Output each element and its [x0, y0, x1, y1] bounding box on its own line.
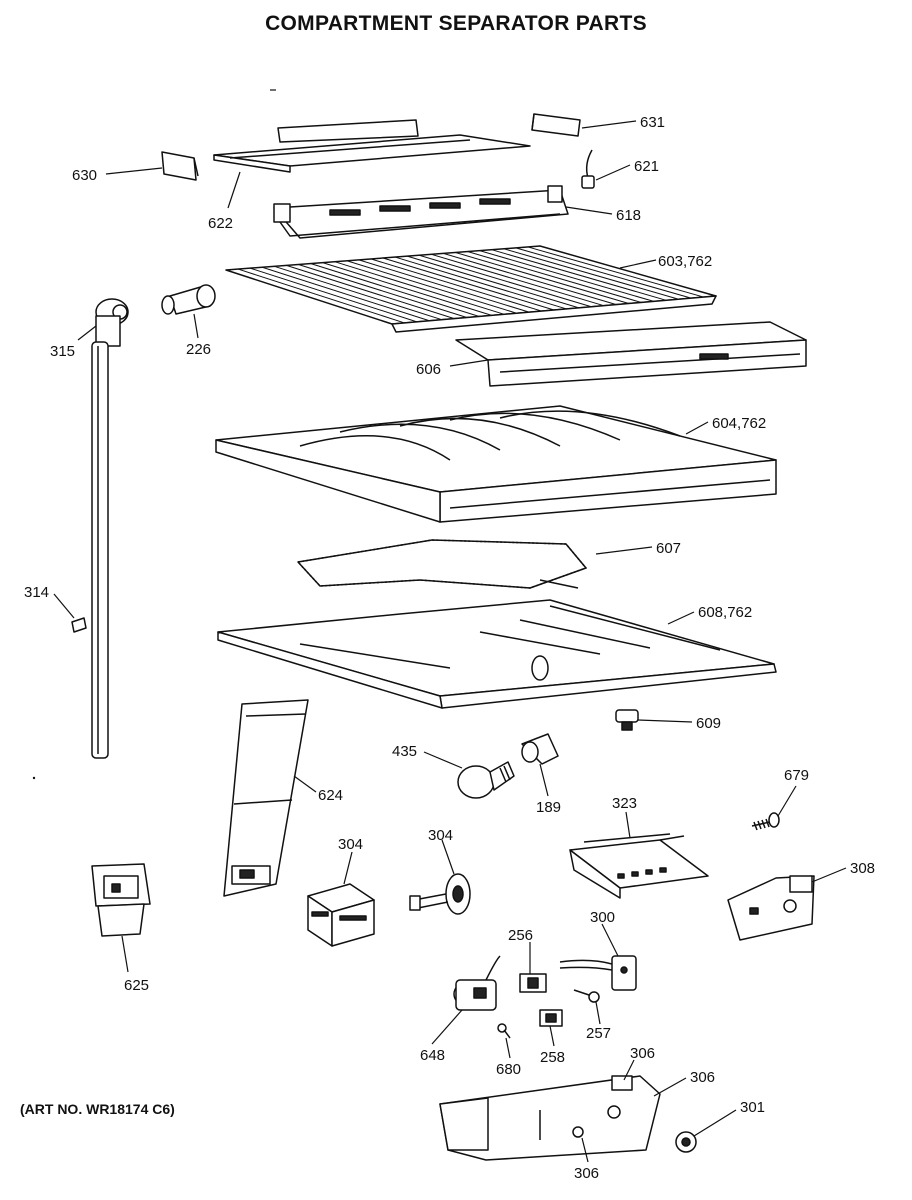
- part-304b-drawing: [409, 873, 471, 915]
- part-257-drawing: [573, 989, 600, 1003]
- art-number: (ART NO. WR18174 C6): [20, 1101, 175, 1117]
- label-189: 189: [536, 799, 561, 816]
- part-labels: 631 630 621 622 618 603,762 315 226 606 …: [24, 114, 875, 1182]
- part-189-drawing: [521, 733, 559, 765]
- label-304-knob: 304: [428, 827, 453, 844]
- shelf-rib: [527, 246, 704, 298]
- label-256: 256: [508, 927, 533, 944]
- part-603-drawing: [225, 245, 717, 333]
- label-648: 648: [420, 1047, 445, 1064]
- label-301: 301: [740, 1099, 765, 1116]
- part-304a-drawing: [307, 883, 375, 947]
- shelf-rib: [274, 265, 442, 321]
- label-679: 679: [784, 767, 809, 784]
- label-624: 624: [318, 787, 343, 804]
- label-622: 622: [208, 215, 233, 232]
- shelf-rib: [322, 262, 492, 316]
- shelf-rib: [286, 264, 455, 320]
- shelf-rib: [346, 260, 517, 314]
- part-258-drawing: [539, 1009, 563, 1027]
- label-603-762: 603,762: [658, 253, 712, 270]
- part-625-drawing: [91, 863, 151, 937]
- part-256-drawing: [519, 973, 547, 993]
- shelf-rib: [310, 263, 480, 317]
- shelf-rib: [491, 249, 667, 301]
- part-323-drawing: [569, 833, 709, 899]
- shelf-rib: [431, 253, 604, 307]
- shelf-rib: [358, 259, 530, 313]
- part-609-drawing: [615, 709, 639, 731]
- shelf-ribs: [237, 246, 704, 324]
- label-607: 607: [656, 540, 681, 557]
- label-315: 315: [50, 343, 75, 360]
- label-258: 258: [540, 1049, 565, 1066]
- part-621-drawing: [581, 149, 595, 189]
- shelf-rib: [334, 261, 505, 315]
- shelf-rib: [515, 247, 692, 299]
- shelf-rib: [479, 250, 654, 302]
- shelf-rib: [455, 251, 629, 305]
- part-679-drawing: [751, 812, 780, 831]
- part-607-drawing: [297, 539, 587, 589]
- label-314: 314: [24, 584, 49, 601]
- shelf-rib: [407, 255, 580, 309]
- shelf-rib: [370, 258, 542, 312]
- label-608-762: 608,762: [698, 604, 752, 621]
- shelf-rib: [394, 256, 567, 310]
- part-630-drawing: [161, 151, 199, 181]
- part-rod-drawing: [91, 341, 109, 759]
- label-609: 609: [696, 715, 721, 732]
- shelf-rib: [443, 252, 617, 306]
- label-257: 257: [586, 1025, 611, 1042]
- part-315-drawing: [95, 298, 129, 347]
- label-323: 323: [612, 795, 637, 812]
- shelf-rib: [250, 267, 418, 323]
- shelf-rib: [298, 263, 467, 319]
- shelf-rib: [467, 251, 642, 303]
- part-604-drawing: [215, 405, 777, 523]
- label-680: 680: [496, 1061, 521, 1078]
- diagram-title: COMPARTMENT SEPARATOR PARTS: [265, 12, 647, 35]
- label-306-right: 306: [690, 1069, 715, 1086]
- label-606: 606: [416, 361, 441, 378]
- label-618: 618: [616, 207, 641, 224]
- part-606-drawing: [455, 321, 807, 387]
- shelf-rib: [237, 268, 405, 324]
- part-608-drawing: [217, 599, 777, 709]
- shelf-rib: [382, 257, 555, 311]
- shelf-rib: [262, 266, 430, 322]
- part-435-drawing: [457, 761, 515, 799]
- shelf-rib: [419, 254, 592, 308]
- part-648-drawing: [453, 955, 501, 1011]
- label-308: 308: [850, 860, 875, 877]
- part-680-drawing: [497, 1023, 511, 1039]
- label-435: 435: [392, 743, 417, 760]
- part-226-drawing: [161, 284, 216, 315]
- part-618-drawing: [273, 185, 569, 239]
- part-622-drawing: [213, 119, 531, 173]
- part-301-drawing: [675, 1131, 697, 1153]
- part-306-drawing: [439, 1075, 661, 1161]
- label-604-762: 604,762: [712, 415, 766, 432]
- part-314-drawing: [71, 617, 87, 633]
- label-625: 625: [124, 977, 149, 994]
- leader-lines: [53, 120, 847, 1163]
- label-621: 621: [634, 158, 659, 175]
- part-624-drawing: [223, 699, 309, 897]
- shelf-rib: [503, 248, 679, 300]
- part-300-drawing: [559, 955, 637, 991]
- label-306-bottom: 306: [574, 1165, 599, 1182]
- label-304-housing: 304: [338, 836, 363, 853]
- label-630: 630: [72, 167, 97, 184]
- part-631-drawing: [531, 113, 581, 137]
- label-306-top: 306: [630, 1045, 655, 1062]
- label-631: 631: [640, 114, 665, 131]
- label-300: 300: [590, 909, 615, 926]
- part-308-drawing: [727, 875, 815, 941]
- label-226: 226: [186, 341, 211, 358]
- stray-dot: [32, 776, 36, 780]
